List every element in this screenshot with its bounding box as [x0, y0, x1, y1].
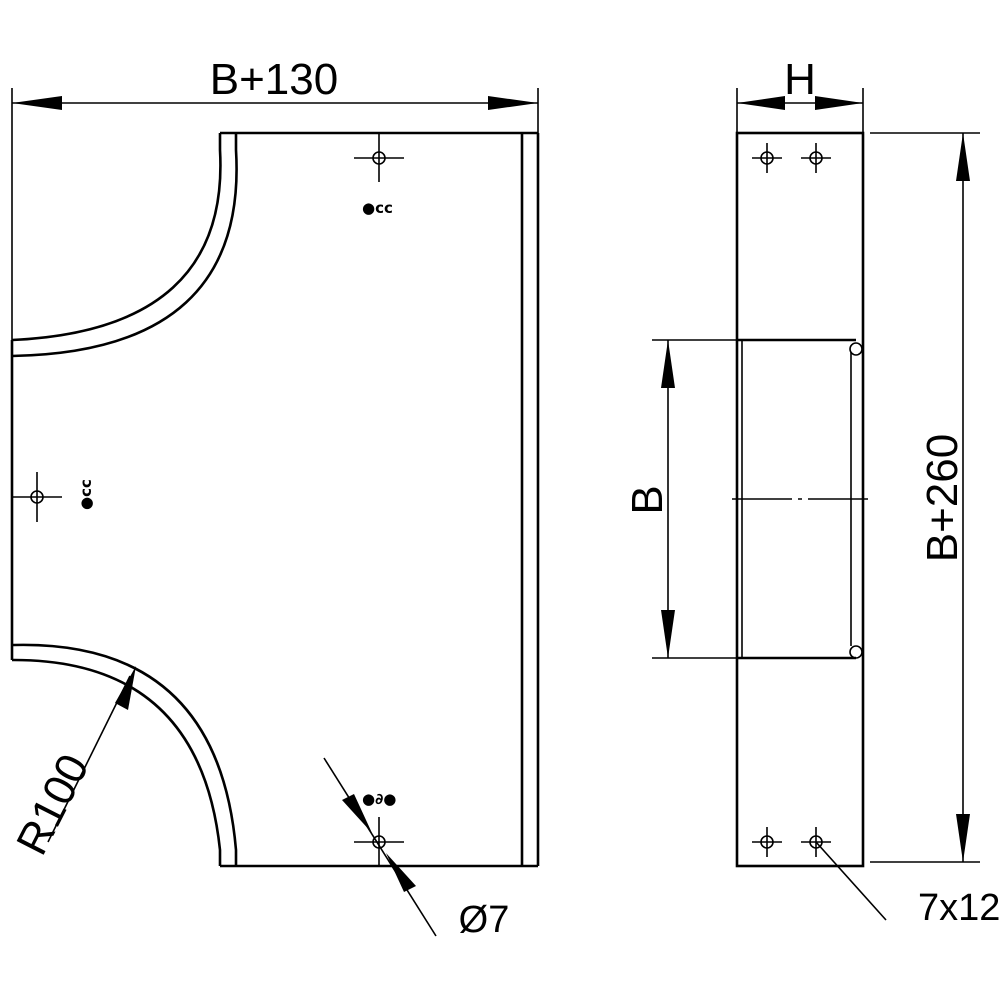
- plan-lower-arc-outer: [12, 658, 222, 866]
- slot-top-right: [801, 143, 831, 173]
- hole-bottom-marking: ●∂●: [362, 790, 396, 808]
- hole-top: ●cc: [354, 133, 404, 217]
- slot-bottom-left: [752, 827, 782, 857]
- side-view: H B B+260 7x12: [623, 55, 1000, 929]
- hole-left-marking: ●cc: [77, 479, 95, 510]
- dimension-slot-size: 7x12: [815, 841, 1000, 929]
- hole-top-marking: ●cc: [362, 199, 393, 217]
- hole-left: ●cc: [12, 472, 95, 522]
- side-branch-knob-top: [849, 342, 863, 356]
- label-slot-size: 7x12: [918, 887, 1000, 929]
- plan-upper-arc-outer: [11, 133, 222, 342]
- dimension-hole-diameter: Ø7: [323, 757, 510, 941]
- plan-view: ●cc ●cc ●∂● B+130 R100: [7, 55, 540, 941]
- hole-bottom: ●∂●: [354, 790, 404, 866]
- plan-lower-arc-inner: [12, 643, 238, 866]
- slot-top-left: [752, 143, 782, 173]
- dimension-side-length: B+260: [870, 132, 980, 863]
- label-branch-width: B: [623, 485, 672, 514]
- label-hole-diameter: Ø7: [459, 899, 510, 941]
- dimension-top-width: B+130: [11, 55, 539, 340]
- dimension-branch-width: B: [623, 339, 737, 659]
- dimension-radius: R100: [7, 666, 136, 863]
- label-top-width: B+130: [210, 55, 338, 104]
- label-side-length: B+260: [918, 434, 967, 562]
- side-branch-knob-bottom: [849, 645, 863, 659]
- label-side-height: H: [784, 55, 816, 104]
- dimension-side-height: H: [736, 55, 864, 133]
- plan-upper-arc-inner: [11, 133, 238, 358]
- label-radius: R100: [7, 747, 98, 863]
